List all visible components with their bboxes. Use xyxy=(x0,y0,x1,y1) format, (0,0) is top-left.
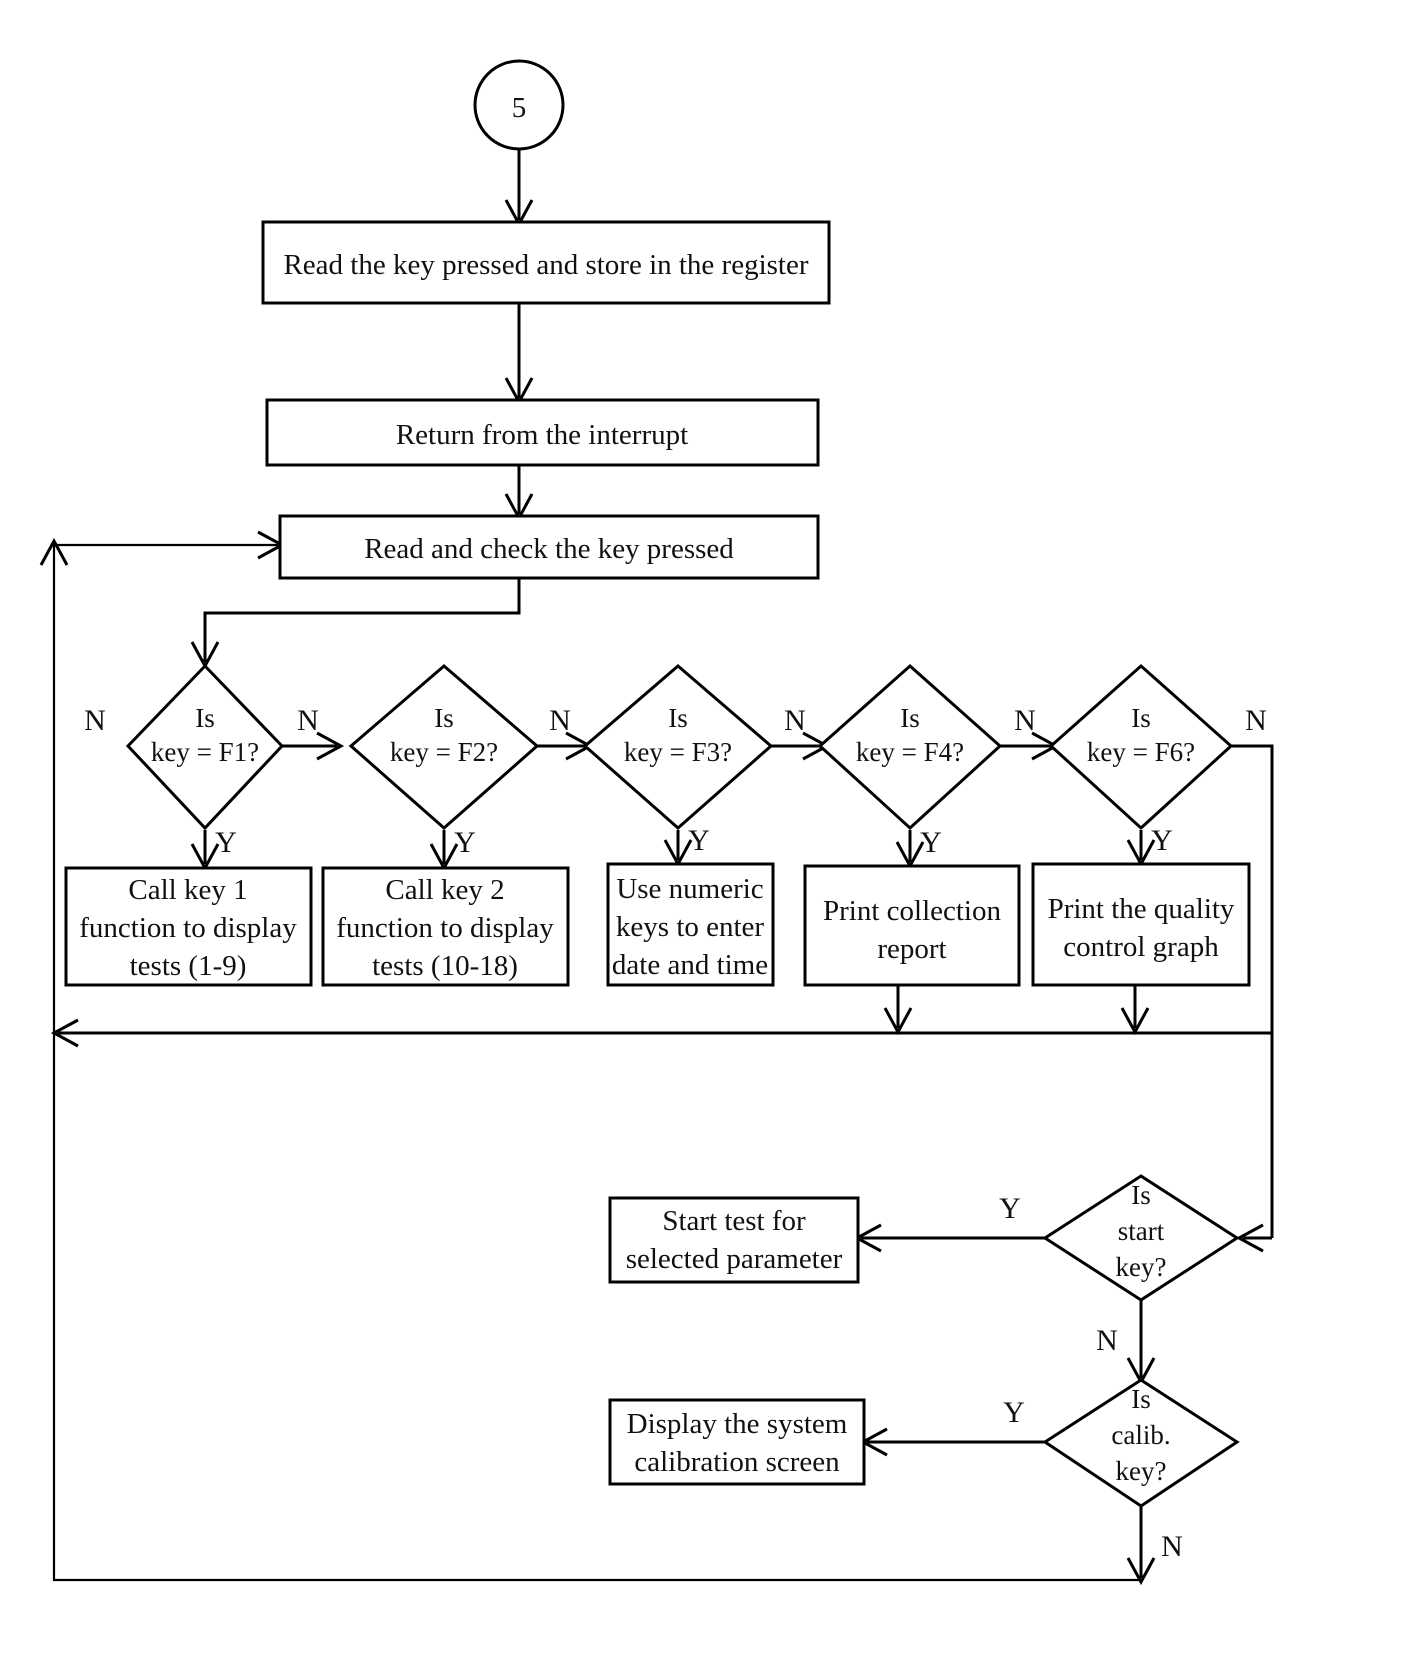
process-calibration-screen: Display the system calibration screen xyxy=(608,1398,866,1486)
edge-label-n-start: N xyxy=(1096,1324,1118,1357)
decision-is-f1-line2: key = F1? xyxy=(151,737,259,767)
decision-is-f1-line1: Is xyxy=(195,703,215,733)
process-read-check-label: Read and check the key pressed xyxy=(364,533,734,565)
process-return-interrupt: Return from the interrupt xyxy=(265,398,820,467)
decision-is-f6-line2: key = F6? xyxy=(1087,737,1195,767)
decision-is-f3: Is key = F3? xyxy=(582,664,774,830)
process-print-quality-line2: control graph xyxy=(1063,931,1219,963)
edge-calib-yes-to-calibscreen xyxy=(859,1427,1046,1457)
process-call-key2-line3: tests (10-18) xyxy=(372,950,518,982)
decision-is-start-line1: Is xyxy=(1131,1180,1151,1210)
process-print-quality-line1: Print the quality xyxy=(1048,893,1235,925)
process-print-collection-line1: Print collection xyxy=(823,895,1001,927)
edge-label-n5: N xyxy=(1245,704,1267,737)
edge-check-to-f1 xyxy=(190,578,521,670)
edge-printquality-to-bus xyxy=(1120,985,1150,1036)
process-return-interrupt-label: Return from the interrupt xyxy=(396,419,688,451)
decision-is-calib-line3: key? xyxy=(1116,1456,1167,1486)
process-read-store-label: Read the key pressed and store in the re… xyxy=(283,249,808,281)
process-call-key2-line1: Call key 2 xyxy=(385,874,504,906)
process-print-quality: Print the quality control graph xyxy=(1031,862,1251,987)
decision-is-f3-line1: Is xyxy=(668,703,688,733)
edge-startkey-yes-to-starttest xyxy=(853,1223,1046,1253)
process-call-key1-line3: tests (1-9) xyxy=(130,950,247,982)
process-numeric-line1: Use numeric xyxy=(616,873,763,905)
decision-is-calib-key: Is calib. key? xyxy=(1042,1378,1240,1508)
decision-is-f6-line1: Is xyxy=(1131,703,1151,733)
decision-is-calib-line1: Is xyxy=(1131,1384,1151,1414)
decision-is-f4: Is key = F4? xyxy=(817,663,1003,831)
process-call-key1-line1: Call key 1 xyxy=(128,874,247,906)
decision-is-start-key: Is start key? xyxy=(1042,1174,1240,1302)
edge-label-y2: Y xyxy=(454,826,476,859)
edge-f6-no-to-startkey xyxy=(1231,744,1274,1253)
decision-is-f2-line1: Is xyxy=(434,703,454,733)
edge-return-to-check xyxy=(504,465,534,522)
process-start-test: Start test for selected parameter xyxy=(608,1196,860,1284)
edge-f3-yes-to-numeric xyxy=(663,830,693,868)
edge-f2-yes-to-callkey2 xyxy=(429,830,459,872)
decision-is-f2-line2: key = F2? xyxy=(390,737,498,767)
decision-is-f6: Is key = F6? xyxy=(1048,663,1234,831)
edge-startkey-no-to-calib xyxy=(1126,1300,1156,1386)
edge-f6-yes-to-printquality xyxy=(1126,830,1156,868)
edge-f1-no-to-f2 xyxy=(282,731,345,761)
edge-read-to-return xyxy=(504,303,534,406)
edge-label-n1: N xyxy=(297,704,319,737)
process-calibration-line2: calibration screen xyxy=(634,1446,840,1478)
process-start-test-line1: Start test for xyxy=(662,1205,806,1237)
process-read-check: Read and check the key pressed xyxy=(278,514,820,580)
process-call-key1: Call key 1 function to display tests (1-… xyxy=(64,866,313,987)
edge-label-y-calib: Y xyxy=(1003,1396,1025,1429)
process-numeric-datetime: Use numeric keys to enter date and time xyxy=(606,862,775,987)
edge-calib-no-to-bottom-bus xyxy=(52,1033,1156,1586)
decision-is-calib-line2: calib. xyxy=(1111,1420,1170,1450)
process-call-key2-line2: function to display xyxy=(336,912,554,944)
process-numeric-line3: date and time xyxy=(612,949,768,981)
edge-start-to-read xyxy=(504,148,534,228)
edge-label-y1: Y xyxy=(215,826,237,859)
process-read-store: Read the key pressed and store in the re… xyxy=(261,220,831,305)
edge-label-y5: Y xyxy=(1151,824,1173,857)
edge-label-y4: Y xyxy=(920,826,942,859)
process-call-key2: Call key 2 function to display tests (10… xyxy=(321,866,570,987)
decision-is-f2: Is key = F2? xyxy=(348,664,540,830)
edge-label-n-calib: N xyxy=(1161,1530,1183,1563)
decision-is-f3-line2: key = F3? xyxy=(624,737,732,767)
decision-is-f4-line1: Is xyxy=(900,703,920,733)
process-numeric-line2: keys to enter xyxy=(616,911,765,943)
process-calibration-line1: Display the system xyxy=(627,1408,848,1440)
edge-label-n4: N xyxy=(1014,704,1036,737)
edge-merge-bus-left xyxy=(50,1018,1272,1048)
edge-label-y3: Y xyxy=(688,824,710,857)
decision-is-start-line2: start xyxy=(1118,1216,1165,1246)
process-print-collection-line2: report xyxy=(877,933,946,965)
edge-f1-yes-to-callkey1 xyxy=(190,830,220,872)
connector-start-5: 5 xyxy=(473,59,565,151)
process-print-collection: Print collection report xyxy=(803,864,1021,987)
decision-is-f4-line2: key = F4? xyxy=(856,737,964,767)
decision-is-f1: Is key = F1? xyxy=(125,663,285,831)
process-call-key1-line2: function to display xyxy=(79,912,297,944)
connector-start-label: 5 xyxy=(512,92,527,124)
edge-label-y-start: Y xyxy=(999,1192,1021,1225)
process-start-test-line2: selected parameter xyxy=(626,1243,843,1275)
decision-is-start-line3: key? xyxy=(1116,1252,1167,1282)
edge-f4-yes-to-printcollection xyxy=(895,830,925,870)
edge-label-n2: N xyxy=(549,704,571,737)
edge-label-n3: N xyxy=(784,704,806,737)
edge-printcollection-to-bus xyxy=(883,985,913,1036)
edge-label-n-left: N xyxy=(84,704,106,737)
